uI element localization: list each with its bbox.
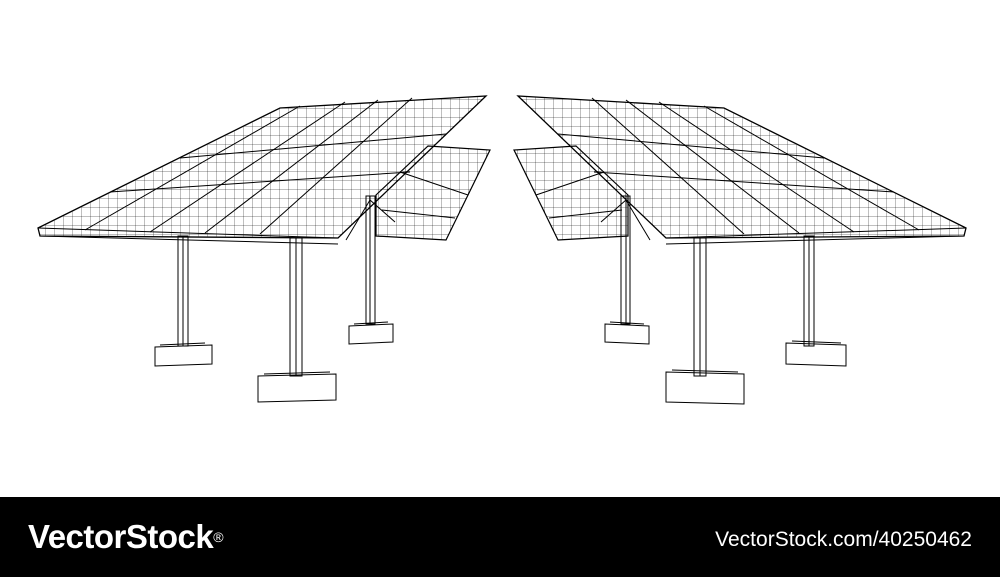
- right-posts: [600, 195, 815, 377]
- watermark-footer: VectorStock® VectorStock.com/40250462: [0, 497, 1000, 577]
- registered-mark: ®: [213, 529, 224, 545]
- right-footings: [604, 321, 847, 405]
- solar-panel-illustration: [37, 95, 967, 405]
- left-panel-array: [37, 95, 488, 245]
- right-solar-tracker: [513, 95, 967, 405]
- left-solar-tracker: [37, 95, 491, 403]
- vectorstock-logo: VectorStock®: [28, 517, 224, 557]
- stock-image-id: VectorStock.com/40250462: [715, 528, 972, 551]
- brand-name: VectorStock: [28, 518, 214, 555]
- left-footings: [154, 321, 394, 403]
- left-posts: [177, 195, 396, 377]
